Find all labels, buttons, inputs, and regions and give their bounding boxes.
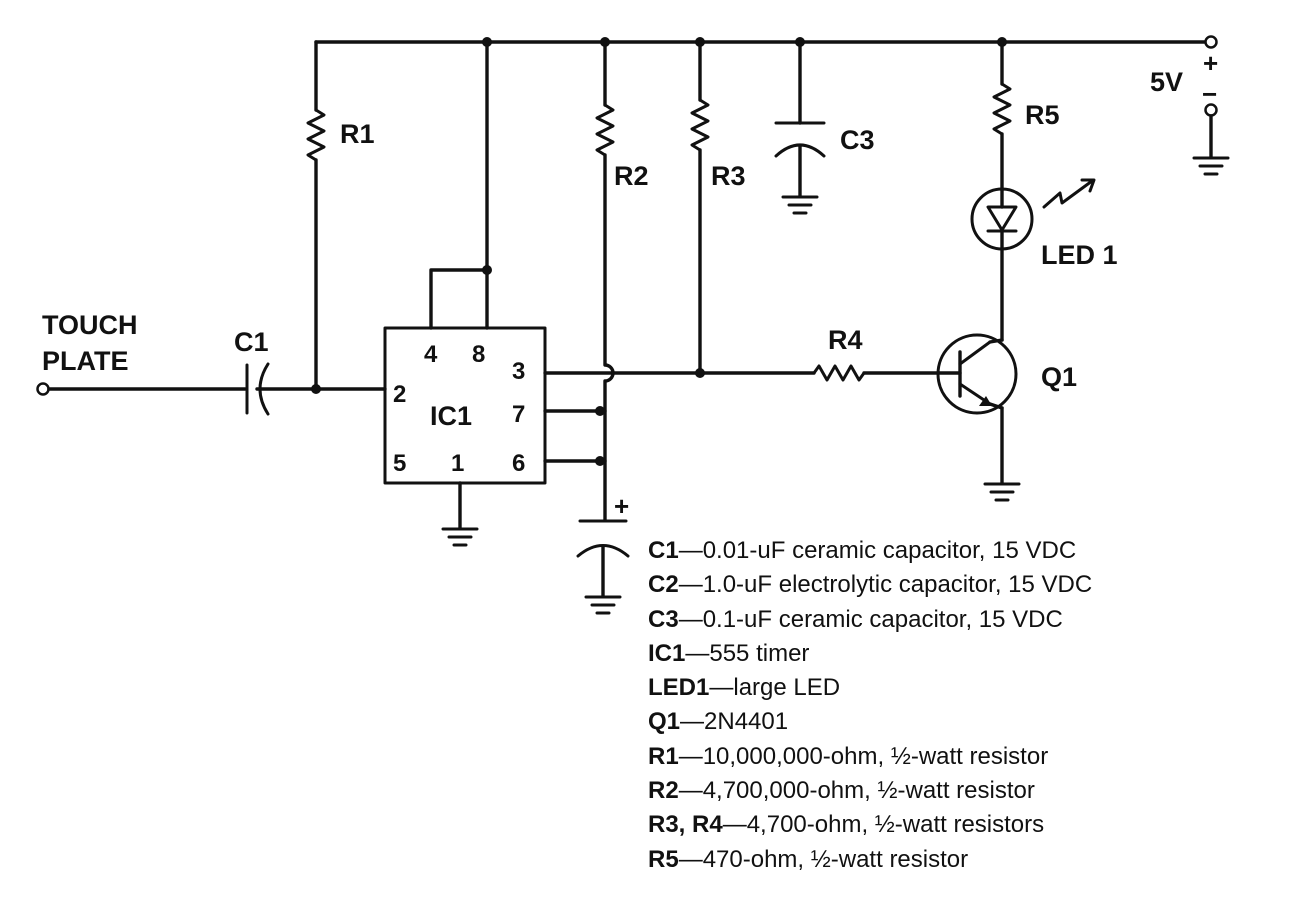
- touch-plate-label: TOUCH: [42, 310, 138, 340]
- part-separator: —: [678, 537, 703, 564]
- parts-list-item: C1—0.01-uF ceramic capacitor, 15 VDC: [648, 534, 1092, 568]
- r2-lead: [603, 153, 615, 522]
- part-reference: R5: [648, 845, 679, 873]
- ic1-pin-label: 3: [512, 358, 525, 385]
- r3-resistor: [690, 98, 710, 152]
- ground-symbol: [441, 527, 479, 547]
- led1-diode: [970, 187, 1034, 251]
- part-reference: R3, R4: [648, 811, 723, 839]
- part-description: 0.1-uF ceramic capacitor, 15 VDC: [702, 605, 1063, 633]
- junction-dot: [595, 406, 605, 416]
- part-separator: —: [709, 674, 734, 702]
- parts-list-item: R5—470-ohm, ½-watt resistor: [648, 843, 1092, 877]
- ic1-pin-label: 7: [512, 401, 525, 428]
- junction-dot: [595, 456, 605, 466]
- parts-list-item: IC1—555 timer: [648, 637, 1092, 671]
- part-separator: —: [685, 639, 710, 667]
- part-separator: —: [678, 605, 703, 633]
- c3-label: C3: [840, 125, 875, 155]
- parts-list-item: R2—4,700,000-ohm, ½-watt resistor: [648, 774, 1092, 808]
- part-reference: LED1: [648, 674, 710, 702]
- q1-label: Q1: [1041, 362, 1077, 392]
- r4-label: R4: [828, 325, 863, 355]
- parts-list-item: LED1—large LED: [648, 671, 1092, 705]
- part-description: 1.0-uF electrolytic capacitor, 15 VDC: [702, 571, 1093, 599]
- ic1-pin-label: 1: [451, 450, 464, 477]
- touch-plate-terminal: [36, 382, 50, 396]
- ic1-pin4-pin8-wire: [429, 268, 489, 330]
- r5-resistor: [992, 82, 1012, 136]
- part-reference: C1: [648, 537, 679, 564]
- ic1-chip-body: [383, 326, 547, 485]
- part-description: 0.01-uF ceramic capacitor, 15 VDC: [702, 537, 1077, 564]
- junction-dot: [482, 265, 492, 275]
- r3-label: R3: [711, 161, 746, 191]
- part-description: large LED: [733, 674, 841, 702]
- ground-symbol: [781, 195, 819, 215]
- part-separator: —: [722, 811, 747, 839]
- ic1-pin-label: 4: [424, 341, 438, 368]
- parts-list-item: C2—1.0-uF electrolytic capacitor, 15 VDC: [648, 568, 1092, 602]
- supply-plus-sign: +: [1203, 48, 1218, 78]
- part-description: 555 timer: [709, 639, 810, 667]
- led1-label: LED 1: [1041, 240, 1118, 270]
- supply-voltage-label: 5V: [1150, 67, 1183, 97]
- part-separator: —: [678, 777, 703, 805]
- parts-list-item: R3, R4—4,700-ohm, ½-watt resistors: [648, 808, 1092, 842]
- part-reference: R1: [648, 742, 679, 770]
- part-separator: —: [680, 708, 705, 736]
- part-separator: —: [678, 845, 703, 873]
- supply-minus-sign: −: [1202, 79, 1217, 109]
- c1-label: C1: [234, 327, 269, 357]
- part-separator: —: [678, 742, 703, 770]
- part-description: 2N4401: [704, 708, 789, 736]
- r4-resistor: [812, 364, 866, 382]
- positive-supply-terminal: [1204, 35, 1218, 49]
- parts-list-item: R1—10,000,000-ohm, ½-watt resistor: [648, 740, 1092, 774]
- part-description: 10,000,000-ohm, ½-watt resistor: [702, 742, 1049, 770]
- parts-list-item: Q1—2N4401: [648, 705, 1092, 739]
- negative-supply-terminal: [1204, 103, 1218, 117]
- ic1-pin-label: 5: [393, 450, 406, 477]
- part-reference: C2: [648, 571, 679, 599]
- part-reference: R2: [648, 777, 679, 805]
- touch-plate-label: PLATE: [42, 346, 129, 376]
- r1-label: R1: [340, 119, 375, 149]
- ic1-pin-label: 2: [393, 381, 406, 408]
- r1-resistor: [306, 108, 326, 162]
- ic1-pin-label: 6: [512, 450, 525, 477]
- parts-list-item: C3—0.1-uF ceramic capacitor, 15 VDC: [648, 603, 1092, 637]
- part-reference: C3: [648, 605, 679, 633]
- part-reference: Q1: [648, 708, 681, 736]
- r2-label: R2: [614, 161, 649, 191]
- junction-dot: [311, 384, 321, 394]
- ic1-label: IC1: [430, 401, 472, 431]
- ground-symbol: [1192, 156, 1230, 176]
- ground-symbol: [584, 595, 622, 615]
- part-description: 4,700-ohm, ½-watt resistors: [746, 811, 1045, 839]
- r5-label: R5: [1025, 100, 1060, 130]
- r2-resistor: [595, 103, 615, 157]
- ground-symbol: [983, 482, 1021, 502]
- ic1-pin-label: 8: [472, 341, 485, 368]
- part-reference: IC1: [648, 639, 686, 667]
- part-description: 470-ohm, ½-watt resistor: [702, 845, 969, 873]
- light-emission-arrow-icon: [1042, 178, 1096, 209]
- part-separator: —: [678, 571, 703, 599]
- part-description: 4,700,000-ohm, ½-watt resistor: [702, 777, 1035, 805]
- junction-dot: [695, 368, 705, 378]
- c2-polarity-sign: +: [614, 491, 629, 521]
